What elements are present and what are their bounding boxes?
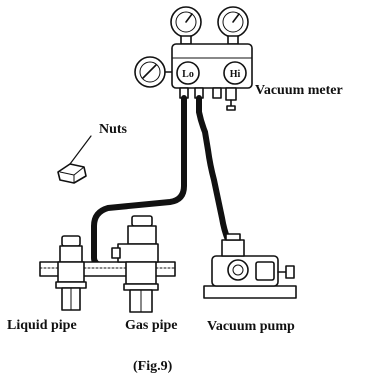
gauge-manifold [171, 43, 253, 111]
left-pressure-gauge [170, 6, 202, 45]
nuts-label: Nuts [99, 122, 128, 137]
vacuum-pump [203, 233, 297, 299]
low-side-valve-knob [176, 61, 200, 85]
high-side-valve-knob [223, 61, 247, 85]
flare-nut [57, 163, 87, 184]
high-side-label: Hi [230, 69, 241, 80]
gas-pipe-label: Gas pipe [125, 318, 178, 333]
liquid-pipe-label: Liquid pipe [7, 318, 77, 333]
figure-caption: (Fig.9) [133, 359, 173, 374]
nuts-leader-line [69, 135, 92, 165]
right-pressure-gauge [217, 6, 249, 45]
gas-service-valve [111, 215, 159, 313]
vacuum-meter-label: Vacuum meter [255, 83, 343, 98]
vacuum-pump-label: Vacuum pump [207, 319, 295, 334]
side-gauge [134, 56, 173, 88]
hose-to-vacuum-pump [196, 95, 231, 243]
liquid-service-valve [55, 235, 87, 311]
low-side-label: Lo [182, 69, 194, 80]
